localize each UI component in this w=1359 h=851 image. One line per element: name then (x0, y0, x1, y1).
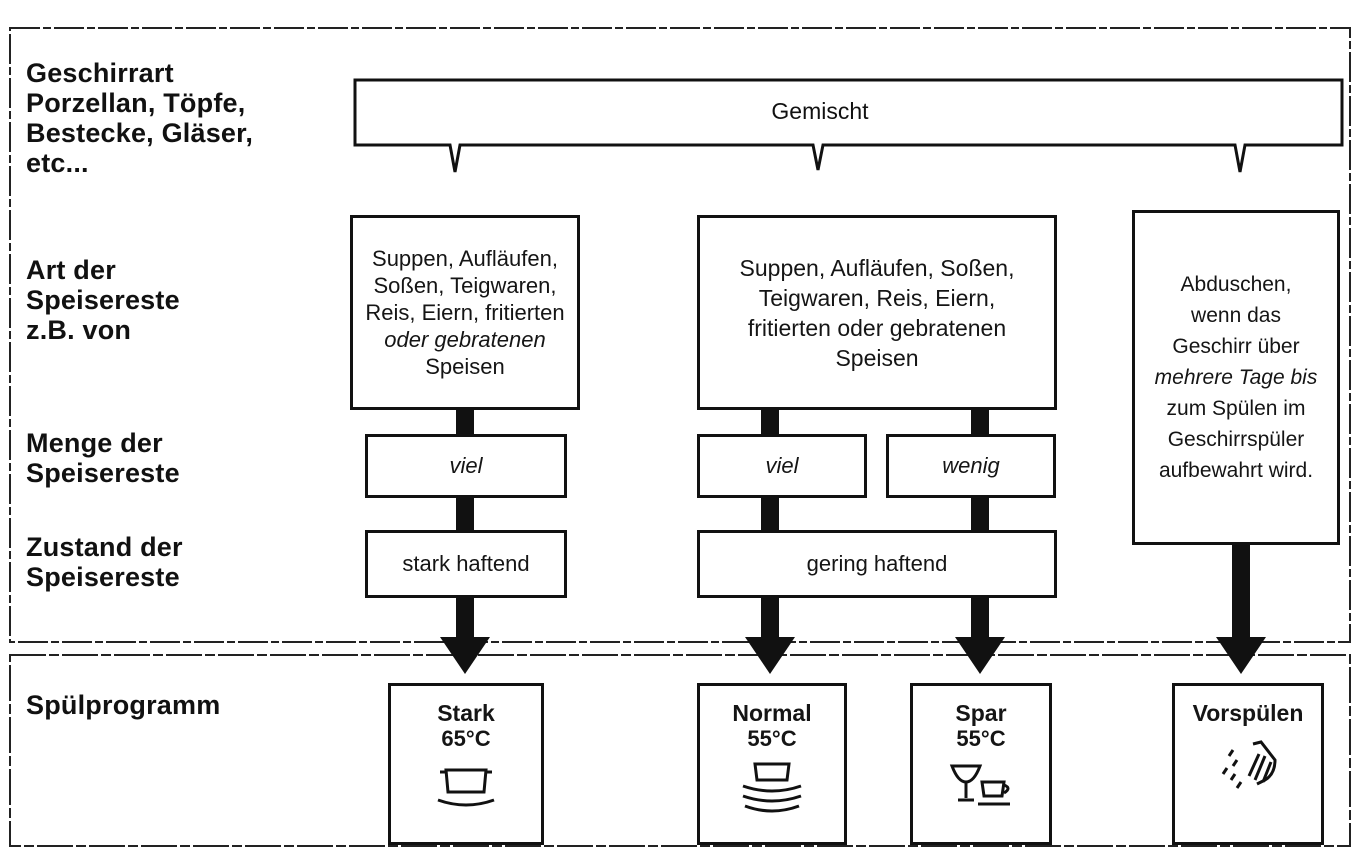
program-box-spar: Spar 55°C (910, 683, 1052, 845)
food-line: Speisen (425, 354, 505, 379)
food-line: Soßen, Teigwaren, (373, 273, 557, 298)
condition-box-stark: stark haftend (365, 530, 567, 598)
label-line: z.B. von (26, 315, 132, 345)
arrow-vorspuelen (1216, 637, 1266, 674)
arrow-stark (440, 637, 490, 674)
food-box-vorspuelen: Abduschen, wenn das Geschirr über mehrer… (1132, 210, 1340, 545)
label-line: Spülprogramm (26, 690, 221, 720)
pot-icon (437, 768, 495, 807)
food-line: fritierten oder gebratenen (747, 314, 1007, 341)
food-line: oder gebratenen (384, 327, 546, 352)
label-line: Speisereste (26, 562, 180, 592)
food-line: Speisen (835, 344, 919, 371)
label-dishware-type: Geschirrart Porzellan, Töpfe, Bestecke, … (26, 58, 253, 178)
food-box-stark: Suppen, Aufläufen, Soßen, Teigwaren, Rei… (350, 215, 580, 410)
food-line: Reis, Eiern, fritierten (365, 300, 565, 325)
food-line: zum Spülen im (1166, 397, 1306, 420)
label-line: etc... (26, 148, 89, 178)
label-line: Speisereste (26, 285, 180, 315)
food-line: Geschirrspüler (1167, 428, 1305, 451)
glass-and-cup-icon (949, 764, 1010, 806)
quantity-box-viel-normal: viel (697, 434, 867, 498)
arrow-normal (745, 637, 795, 674)
label-food-quantity: Menge der Speisereste (26, 428, 180, 488)
food-line: mehrere Tage bis (1154, 366, 1318, 389)
program-box-vorspuelen: Vorspülen (1172, 683, 1324, 845)
label-line: Geschirrart (26, 58, 174, 88)
program-temperature: 65°C (441, 726, 491, 751)
food-line: wenn das (1191, 304, 1281, 327)
program-name: Normal (732, 700, 812, 726)
program-temperature: 55°C (956, 726, 1006, 751)
arrows (440, 637, 1266, 674)
label-line: Bestecke, Gläser, (26, 118, 254, 148)
label-line: Menge der (26, 428, 163, 458)
food-line: Suppen, Aufläufen, Soßen, (739, 254, 1015, 281)
food-line: Suppen, Aufläufen, (372, 246, 558, 271)
food-line: aufbewahrt wird. (1158, 459, 1314, 482)
food-box-normal-spar: Suppen, Aufläufen, Soßen, Teigwaren, Rei… (697, 215, 1057, 410)
quantity-box-viel-stark: viel (365, 434, 567, 498)
label-food-type: Art der Speisereste z.B. von (26, 255, 180, 345)
frame-program (9, 654, 1351, 847)
label-line: Zustand der (26, 532, 183, 562)
label-wash-program: Spülprogramm (26, 690, 220, 720)
program-box-normal: Normal 55°C (697, 683, 847, 845)
mixed-brace (353, 78, 1344, 173)
label-line: Porzellan, Töpfe, (26, 88, 246, 118)
frame-criteria (9, 27, 1351, 643)
food-line: Teigwaren, Reis, Eiern, (758, 284, 996, 311)
arrow-spar (955, 637, 1005, 674)
label-line: Speisereste (26, 458, 180, 488)
program-name: Vorspülen (1192, 700, 1304, 726)
condition-box-gering: gering haftend (697, 530, 1057, 598)
food-line: Abduschen, (1180, 273, 1292, 296)
shower-icon (1221, 740, 1277, 789)
mixed-label: Gemischt (771, 98, 869, 124)
program-name: Stark (437, 700, 495, 726)
quantity-box-wenig-spar: wenig (886, 434, 1056, 498)
program-name: Spar (955, 700, 1007, 726)
label-line: Art der (26, 255, 116, 285)
connectors (456, 408, 1250, 637)
program-box-stark: Stark 65°C (388, 683, 544, 845)
food-line: Geschirr über (1172, 335, 1300, 358)
label-food-condition: Zustand der Speisereste (26, 532, 183, 592)
stacked-dishes-icon (742, 762, 802, 813)
program-temperature: 55°C (747, 726, 797, 751)
